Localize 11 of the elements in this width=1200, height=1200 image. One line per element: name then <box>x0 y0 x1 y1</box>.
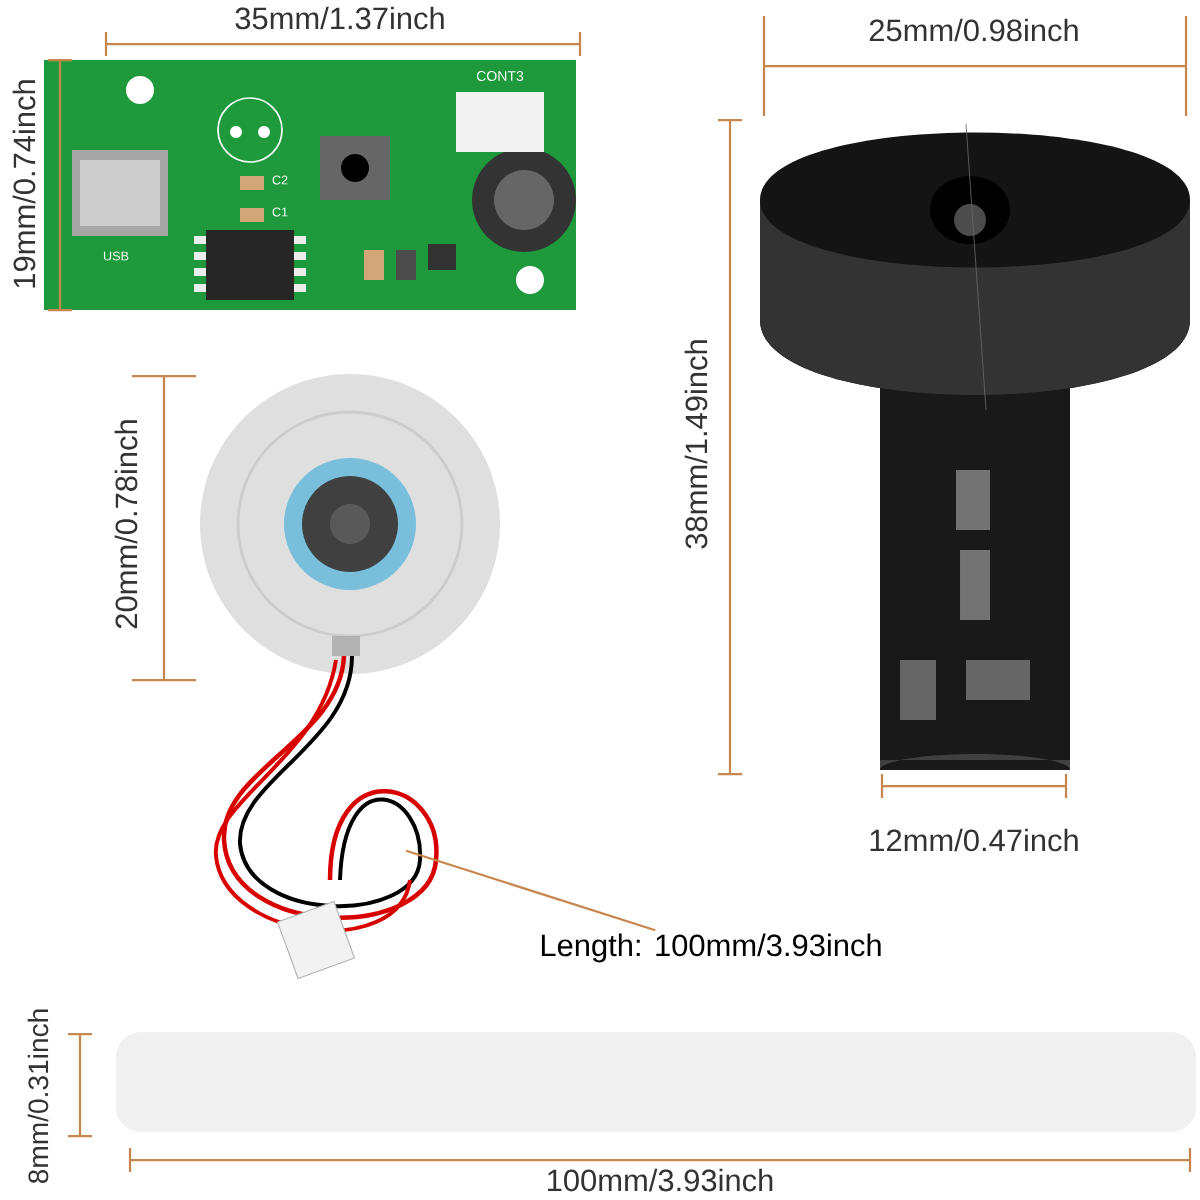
wire-drawing <box>214 655 439 980</box>
dimension-label: 35mm/1.37inch <box>235 6 444 30</box>
dimension-label: 12mm/0.47inch <box>870 828 1078 852</box>
leader-line <box>405 849 656 932</box>
leader-text: Length: 100mm/3.93inch <box>541 933 881 963</box>
dimension-label: 19mm/0.74inch <box>12 80 36 288</box>
dimension-label: 38mm/1.49inch <box>684 340 708 549</box>
dimension-label: 25mm/0.98inch <box>869 18 1078 42</box>
dimension-label: 100mm/3.93inch <box>548 1168 773 1192</box>
dimension-label: 20mm/0.78inch <box>114 420 138 629</box>
dimension-label: 8mm/0.31inch <box>27 1009 49 1184</box>
